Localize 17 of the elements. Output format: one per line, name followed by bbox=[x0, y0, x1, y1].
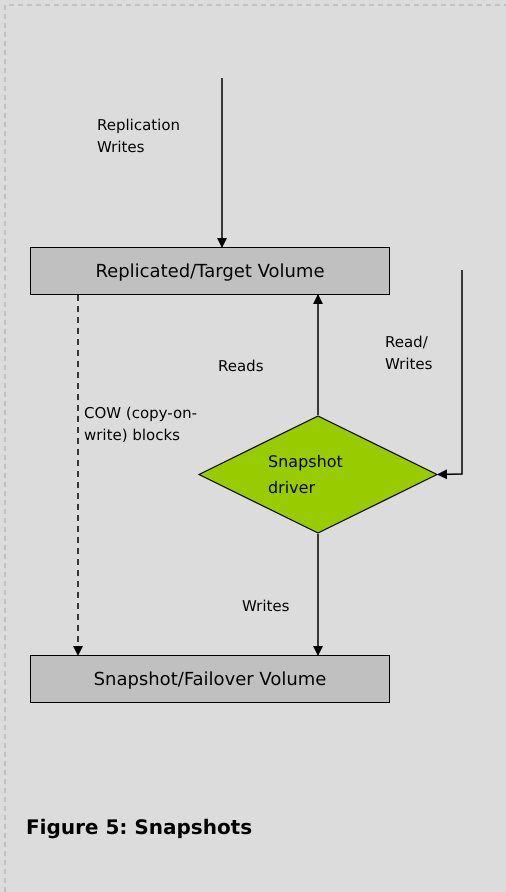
node-label: Snapshot driver bbox=[268, 450, 344, 498]
arrow bbox=[217, 78, 227, 248]
process-box bbox=[30, 655, 390, 703]
node-label: Replicated/Target Volume bbox=[95, 260, 325, 284]
arrow bbox=[313, 534, 323, 656]
figure-caption: Figure 5: Snapshots bbox=[26, 814, 252, 841]
edge-label: Writes bbox=[242, 596, 290, 617]
decision-diamond bbox=[198, 415, 438, 534]
edge-label: Read/ Writes bbox=[385, 332, 434, 375]
node-label: Snapshot/Failover Volume bbox=[94, 668, 326, 692]
edge-label: COW (copy-on-write) blocks bbox=[84, 403, 198, 446]
edge-label: Replication Writes bbox=[97, 115, 182, 158]
dashed-arrow bbox=[73, 295, 83, 656]
arrow bbox=[437, 270, 463, 480]
process-box bbox=[30, 247, 390, 295]
edge-label: Reads bbox=[218, 356, 265, 377]
arrow bbox=[313, 294, 323, 415]
